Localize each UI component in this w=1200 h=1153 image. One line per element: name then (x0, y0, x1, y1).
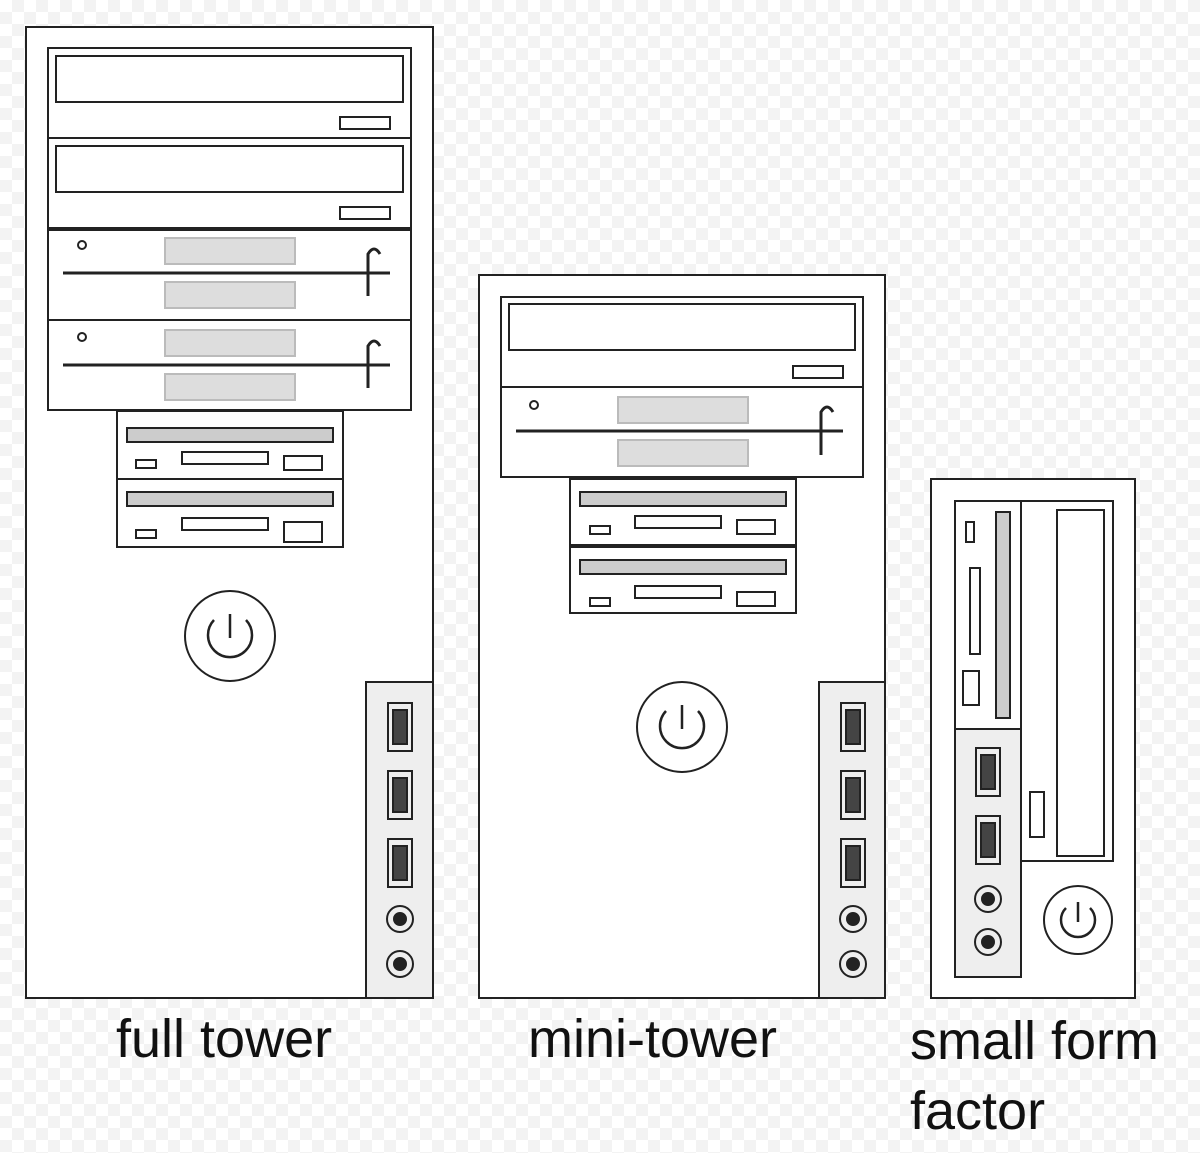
sff-card-reader (954, 500, 1022, 730)
power-icon (184, 590, 276, 682)
mini-tower-label: mini-tower (528, 1009, 778, 1069)
mini-tower-small-bay-1 (569, 478, 797, 546)
usb-port-icon (387, 770, 413, 820)
audio-jack-icon (386, 950, 414, 978)
usb-port-icon (387, 702, 413, 752)
audio-jack-icon (839, 950, 867, 978)
sff-optical-drive (1020, 500, 1114, 862)
audio-jack-icon (974, 928, 1002, 956)
usb-port-icon (840, 838, 866, 888)
power-icon (1043, 885, 1113, 955)
power-icon (636, 681, 728, 773)
usb-port-icon (840, 770, 866, 820)
audio-jack-icon (839, 905, 867, 933)
audio-jack-icon (974, 885, 1002, 913)
mini-tower-small-bay-2 (569, 546, 797, 614)
full-tower-floppy-drive-1 (47, 229, 412, 321)
usb-port-icon (840, 702, 866, 752)
mini-tower-optical-drive (500, 296, 864, 388)
mini-tower-case (478, 274, 886, 999)
full-tower-optical-drive-1 (47, 47, 412, 139)
usb-port-icon (975, 815, 1001, 865)
full-tower-small-bay-2 (116, 478, 344, 548)
usb-port-icon (975, 747, 1001, 797)
mini-tower-floppy-drive (500, 386, 864, 478)
full-tower-label: full tower (116, 1009, 333, 1069)
full-tower-small-bay-1 (116, 410, 344, 480)
full-tower-optical-drive-2 (47, 137, 412, 229)
computer-case-diagram (25, 26, 1136, 999)
full-tower-case (25, 26, 434, 999)
small-form-factor-label: small form factor (910, 1011, 1160, 1141)
sff-io-panel (954, 728, 1022, 978)
mini-tower-io-panel (818, 681, 886, 999)
full-tower-io-panel (365, 681, 434, 999)
full-tower-floppy-drive-2 (47, 319, 412, 411)
audio-jack-icon (386, 905, 414, 933)
usb-port-icon (387, 838, 413, 888)
small-form-factor-case (930, 478, 1136, 999)
